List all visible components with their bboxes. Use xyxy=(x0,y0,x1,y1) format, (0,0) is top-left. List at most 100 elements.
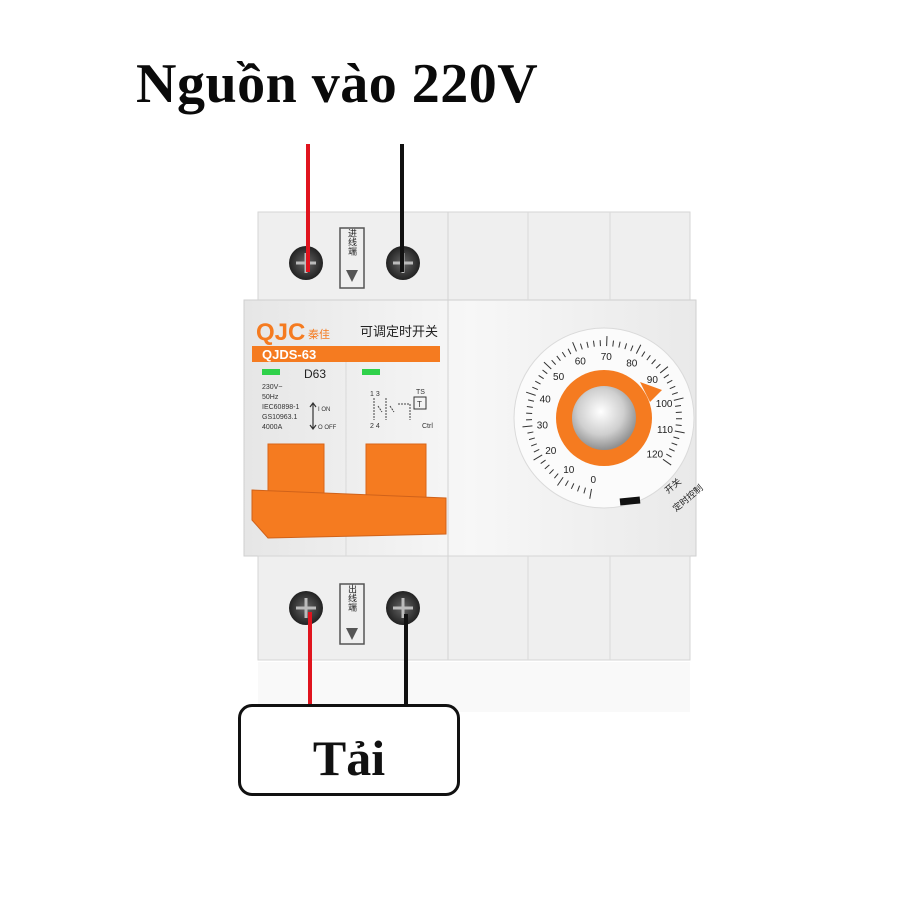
dial-tick xyxy=(533,449,540,453)
dial-number: 40 xyxy=(540,394,552,405)
dial-tick xyxy=(533,454,543,461)
dial-number: 10 xyxy=(563,465,575,476)
dial-number: 50 xyxy=(553,372,565,383)
dial-tick xyxy=(669,385,676,390)
dial-tick xyxy=(651,359,656,365)
dial-tick xyxy=(675,424,682,426)
indicator-window xyxy=(262,369,280,375)
product-name: 可调定时开关 xyxy=(360,325,438,340)
dial-tick xyxy=(659,366,669,374)
switch-on-label: I ON xyxy=(318,407,330,413)
dial-tick xyxy=(527,431,534,434)
dial-tick xyxy=(662,458,672,466)
terminal-ctrl: Ctrl xyxy=(422,423,433,430)
dial-tick xyxy=(655,363,661,369)
dial-tick xyxy=(612,340,615,347)
reflection xyxy=(258,662,690,712)
dial-tick xyxy=(567,348,572,355)
zero-mark xyxy=(619,496,641,506)
dial-number: 30 xyxy=(537,421,549,432)
output-label: 出线端 xyxy=(347,583,357,612)
dial-tick xyxy=(668,448,675,452)
dial-tick xyxy=(592,340,595,347)
dial-pointer xyxy=(640,382,662,402)
dial-tick xyxy=(535,380,541,385)
dial-tick xyxy=(673,397,684,401)
arrow-down-icon xyxy=(346,628,358,640)
bottom-terminal-block xyxy=(257,555,691,661)
spec-line: 4000A xyxy=(262,424,283,431)
dial-tick xyxy=(526,405,533,408)
dial-tick xyxy=(583,487,586,494)
switch-off-label: O OFF xyxy=(318,425,337,431)
dial-tick xyxy=(561,351,566,358)
model-band xyxy=(252,346,440,362)
dial-tick xyxy=(673,436,680,440)
dial-tick xyxy=(586,341,589,348)
dial-knob[interactable] xyxy=(572,386,636,450)
dial-number: 80 xyxy=(626,359,638,370)
dial-tick xyxy=(663,374,670,379)
dial-tick xyxy=(531,443,537,447)
dial-tick xyxy=(543,361,552,370)
arrow-down-icon xyxy=(346,270,358,282)
updown-arrow-icon xyxy=(309,402,317,430)
dial-tick xyxy=(646,355,651,361)
terminal-t: T xyxy=(417,400,422,409)
dial-tick xyxy=(554,473,559,479)
dial-tick xyxy=(635,344,642,354)
load-box: Tải xyxy=(238,704,460,796)
dial-tick xyxy=(577,485,581,492)
spec-line: GS10963.1 xyxy=(262,414,298,421)
brand-cn: 秦佳 xyxy=(308,327,330,341)
dial-tick xyxy=(641,351,646,357)
dial-number: 120 xyxy=(646,450,663,461)
dial-tick xyxy=(674,404,682,407)
dial-number: 110 xyxy=(657,425,673,436)
terminal-ts: TS xyxy=(416,389,425,396)
spec-line: IEC60898-1 xyxy=(262,404,299,411)
dial-tick xyxy=(572,342,577,352)
dial-tick xyxy=(528,399,535,402)
dial-tick xyxy=(551,359,557,365)
spec-line: 230V~ xyxy=(262,384,282,391)
dial-tick xyxy=(540,459,546,464)
spec-line: 50Hz xyxy=(262,394,279,401)
dial-tick xyxy=(538,375,544,380)
dial-tick xyxy=(557,476,564,486)
top-terminal-block xyxy=(257,211,691,309)
indicator-window xyxy=(362,369,380,375)
breaker-rating: D63 xyxy=(304,367,326,381)
dial-tick xyxy=(526,391,536,396)
dial-tick xyxy=(671,392,678,395)
dial-tick xyxy=(666,453,672,458)
brand-logo: QJC xyxy=(256,319,305,346)
dial-number: 90 xyxy=(647,375,659,386)
dial-tick xyxy=(630,345,634,352)
input-label: 进线端 xyxy=(347,228,357,256)
screw-icon xyxy=(386,591,420,625)
dial-tick xyxy=(618,341,621,348)
dial-tick xyxy=(564,480,569,487)
dial-tick xyxy=(549,469,554,475)
breaker-handle-bar[interactable] xyxy=(251,489,447,539)
screw-icon xyxy=(289,591,323,625)
model-text: QJDS-63 xyxy=(262,347,316,362)
dial-number: 20 xyxy=(545,446,557,457)
dial-tick xyxy=(666,379,673,384)
breaker-toggle-right[interactable] xyxy=(365,443,427,499)
dial-number: 0 xyxy=(590,475,596,486)
pins-bottom: 2 4 xyxy=(370,423,380,430)
breaker-toggle-left[interactable] xyxy=(267,443,325,499)
dial-tick xyxy=(671,442,678,446)
dial-tick xyxy=(544,464,550,470)
dial-tick xyxy=(528,437,535,441)
dial-tick xyxy=(542,369,548,375)
load-label: Tải xyxy=(312,730,386,786)
schematic-icon xyxy=(373,398,411,420)
dial-tick xyxy=(570,483,575,490)
dial-tick xyxy=(674,430,685,434)
dial-number: 70 xyxy=(601,352,613,363)
